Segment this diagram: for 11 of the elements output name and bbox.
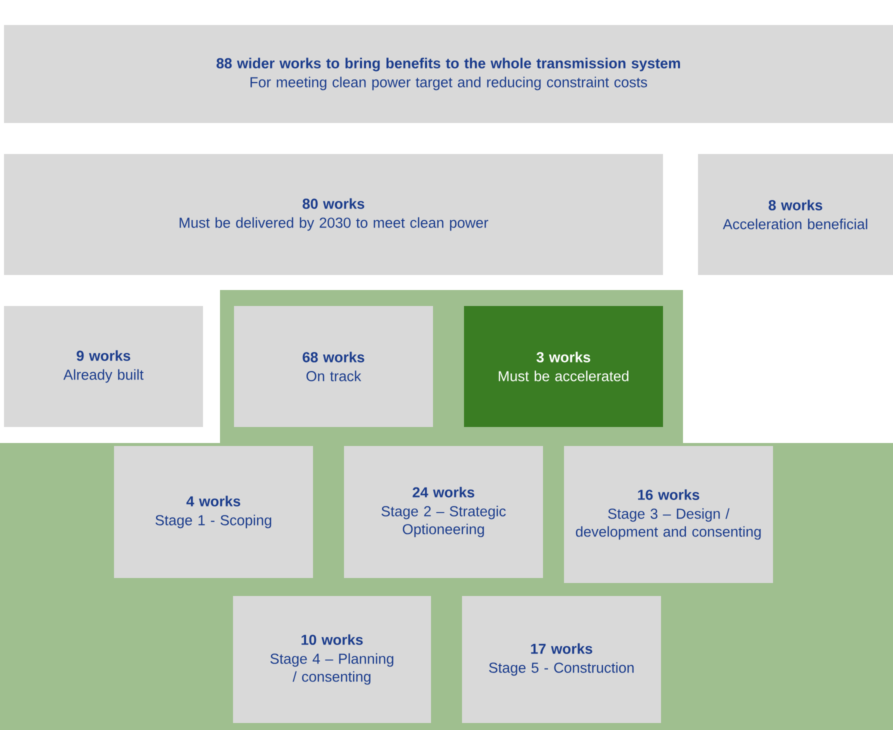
info-box: 10 works Stage 4 – Planning / consenting (233, 596, 431, 723)
info-box: 88 wider works to bring benefits to the whole transmission system For meeting clean power target and reducing constraint costs (4, 25, 893, 123)
info-box: 8 works Acceleration beneficial (698, 154, 893, 275)
info-box: 9 works Already built (4, 306, 203, 427)
info-box: 80 works Must be delivered by 2030 to meet clean power (4, 154, 663, 275)
info-box: 16 works Stage 3 – Design / development and consenting (564, 446, 773, 583)
info-box: 17 works Stage 5 - Construction (462, 596, 661, 723)
info-box: 24 works Stage 2 – Strategic Optioneering (344, 446, 543, 578)
info-box: 68 works On track (234, 306, 433, 427)
info-box: 4 works Stage 1 - Scoping (114, 446, 313, 578)
highlight-box: 3 works Must be accelerated (464, 306, 663, 427)
